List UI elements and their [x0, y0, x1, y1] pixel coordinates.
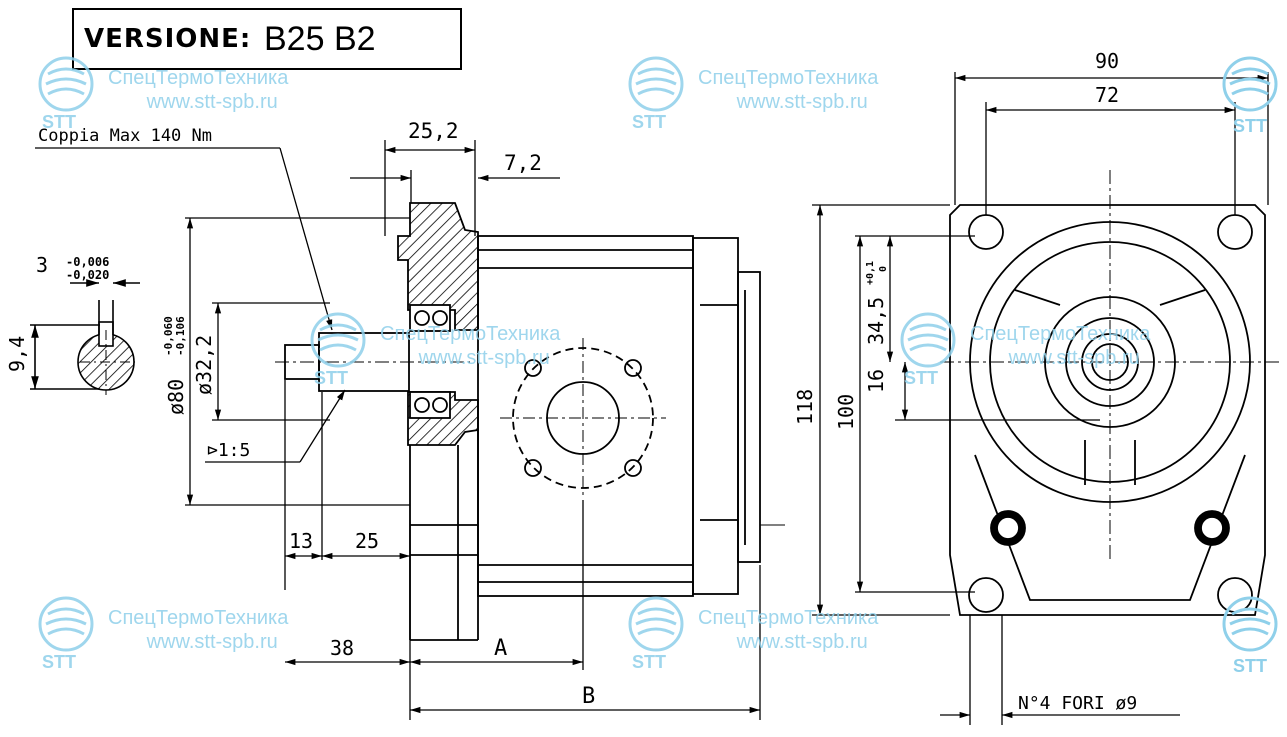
- watermark-brand: СпецТермоТехника: [108, 607, 289, 629]
- watermark-logo-text: STT: [42, 112, 76, 132]
- stt-logo-icon: [1222, 596, 1278, 652]
- dim-118: 118: [793, 389, 817, 425]
- taper-annotation: ⊳1:5: [207, 440, 250, 461]
- watermark-logo-text: STT: [1233, 116, 1267, 136]
- tol-80-upper: -0,060: [162, 316, 175, 356]
- watermark-brand: СпецТермоТехника: [108, 67, 289, 89]
- watermark-logo-text: STT: [632, 652, 666, 672]
- stt-logo-icon: [1222, 56, 1278, 112]
- watermark-bottom-center: СпецТермоТехника www.stt-spb.ru STT: [628, 596, 879, 672]
- tol-34-5-lower: 0: [878, 266, 889, 272]
- watermark-top-center: СпецТермоТехника www.stt-spb.ru STT: [628, 56, 879, 132]
- holes-annotation: N°4 FORI ø9: [1018, 693, 1137, 714]
- dim-90: 90: [1095, 49, 1119, 73]
- watermark-url: www.stt-spb.ru: [146, 91, 278, 113]
- watermark-brand: СпецТермоТехника: [970, 323, 1151, 345]
- watermark-url: www.stt-spb.ru: [736, 91, 868, 113]
- tol-3-upper: -0,006: [66, 255, 109, 269]
- watermark-logo-text: STT: [632, 112, 666, 132]
- watermark-logo-text: STT: [314, 368, 348, 388]
- watermark-right-edge-top: STT: [1220, 56, 1280, 136]
- dim-100: 100: [834, 394, 858, 430]
- watermark-right-edge-bottom: STT: [1220, 596, 1280, 676]
- dim-9-4: 9,4: [5, 336, 29, 372]
- watermark-top-left: СпецТермоТехника www.stt-spb.ru STT: [38, 56, 289, 132]
- watermark-middle-left: СпецТермоТехника www.stt-spb.ru STT: [310, 312, 561, 388]
- dim-A: A: [494, 636, 507, 661]
- dim-13: 13: [289, 529, 313, 553]
- tol-80-lower: -0,106: [174, 316, 187, 356]
- watermark-bottom-left: СпецТермоТехника www.stt-spb.ru STT: [38, 596, 289, 672]
- dim-25: 25: [355, 529, 379, 553]
- version-value: B25 B2: [264, 20, 376, 58]
- dim-38: 38: [330, 636, 354, 660]
- tol-3-lower: -0,020: [66, 268, 109, 282]
- front-view-dimensions: [812, 72, 1269, 725]
- stt-logo-icon: [38, 596, 94, 652]
- dim-32-2: ø32,2: [192, 335, 216, 395]
- side-view: [275, 202, 785, 641]
- side-view-dimensions: [35, 140, 761, 720]
- dim-7-2: 7,2: [504, 151, 542, 175]
- shaft-key-section: [30, 279, 140, 395]
- dim-16: 16: [864, 369, 888, 393]
- front-view: [940, 170, 1280, 616]
- stt-logo-icon: [628, 56, 684, 112]
- dim-34-5: 34,5: [864, 297, 888, 345]
- stt-logo-icon: [628, 596, 684, 652]
- version-title-box: VERSIONE: B25 B2: [72, 8, 462, 70]
- watermark-logo-text: STT: [904, 368, 938, 388]
- watermark-logo-text: STT: [42, 652, 76, 672]
- watermark-url: www.stt-spb.ru: [1008, 347, 1140, 369]
- dim-80: ø80: [164, 379, 188, 415]
- torque-annotation: Coppia Max 140 Nm: [38, 126, 212, 146]
- dim-3: 3: [36, 253, 48, 277]
- version-label: VERSIONE:: [84, 24, 252, 54]
- watermark-brand: СпецТермоТехника: [380, 323, 561, 345]
- stt-logo-icon: [900, 312, 956, 368]
- watermark-brand: СпецТермоТехника: [698, 607, 879, 629]
- dim-B: B: [582, 684, 595, 709]
- stt-logo-icon: [310, 312, 366, 368]
- dim-72: 72: [1095, 83, 1119, 107]
- dim-25-2: 25,2: [408, 119, 459, 143]
- watermark-logo-text: STT: [1233, 656, 1267, 676]
- watermark-middle-right: СпецТермоТехника www.stt-spb.ru STT: [900, 312, 1151, 388]
- watermark-url: www.stt-spb.ru: [736, 631, 868, 653]
- tol-34-5-upper: +0,1: [865, 261, 876, 285]
- watermark-brand: СпецТермоТехника: [698, 67, 879, 89]
- stt-logo-icon: [38, 56, 94, 112]
- watermark-url: www.stt-spb.ru: [146, 631, 278, 653]
- watermark-url: www.stt-spb.ru: [418, 347, 550, 369]
